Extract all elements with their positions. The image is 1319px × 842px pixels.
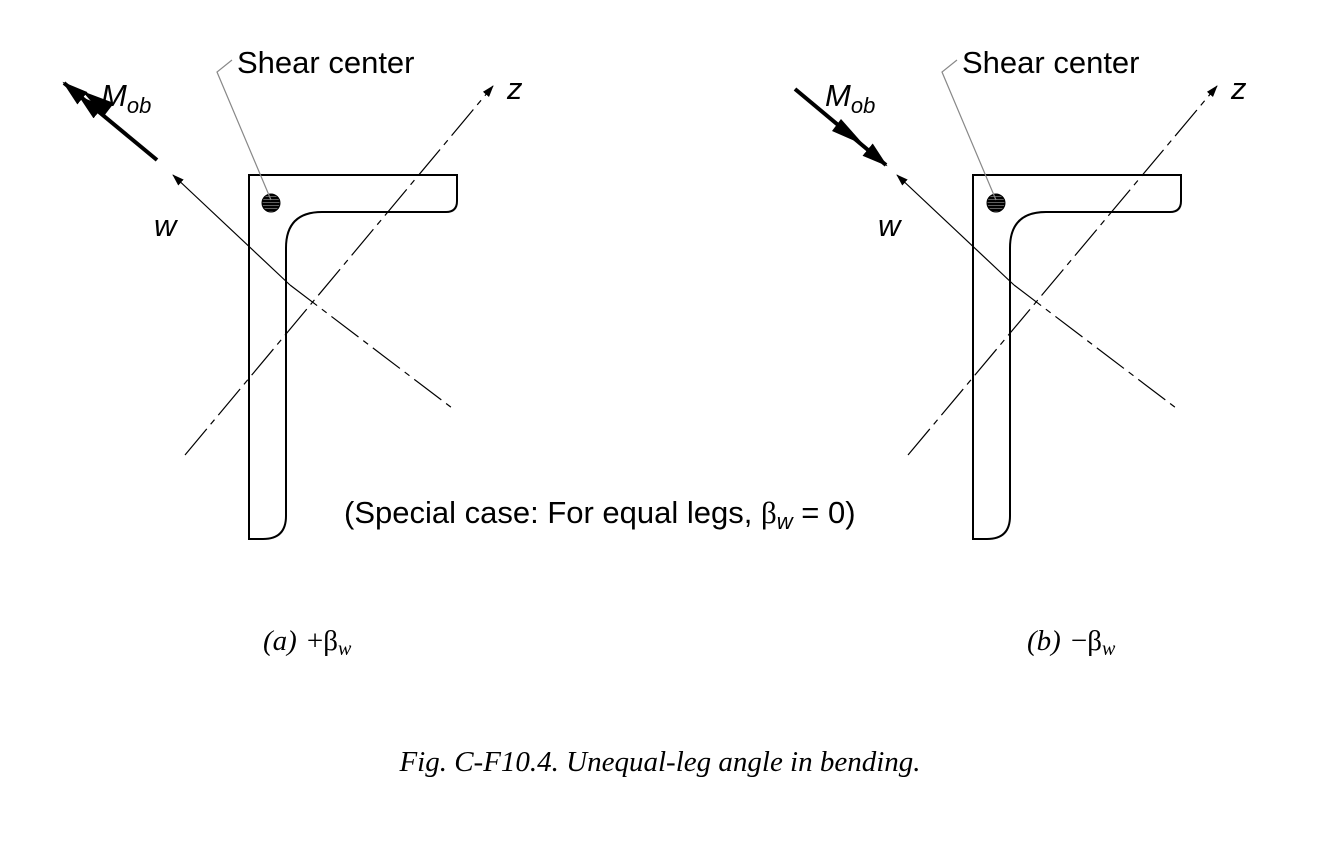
- moment-vector-b-head2: [832, 119, 864, 145]
- w-axis-b: [1013, 284, 1177, 409]
- shear-center-dot-b: [986, 193, 1006, 213]
- shear-center-dot-a: [261, 193, 281, 213]
- moment-label-b: Mob: [825, 78, 875, 118]
- z-axis-label-b: z: [1230, 71, 1247, 106]
- shear-center-leader-b: [941, 59, 997, 201]
- angle-section-b: [972, 174, 1182, 540]
- w-axis-label-b: w: [878, 208, 903, 243]
- z-axis-a: [184, 85, 494, 456]
- shear-center-label-b: Shear center: [962, 45, 1140, 80]
- z-axis-b: [907, 85, 1218, 456]
- z-axis-label-a: z: [506, 71, 523, 106]
- figure-caption: Fig. C-F10.4. Unequal-leg angle in bendi…: [398, 746, 920, 778]
- w-axis-arrow-b: [896, 174, 1015, 286]
- w-axis-a: [289, 284, 453, 409]
- special-case-note: (Special case: For equal legs, βw = 0): [344, 495, 856, 534]
- panel-caption-a: (a)+βw: [263, 625, 352, 660]
- shear-center-leader-a: [216, 59, 272, 201]
- panel-a: Shear center Mob w z (a)+βw: [62, 45, 523, 660]
- panel-b: Shear center Mob w z (b)−βw: [793, 45, 1247, 660]
- moment-label-a: Mob: [101, 78, 151, 118]
- w-axis-label-a: w: [154, 208, 179, 243]
- panel-caption-b: (b)−βw: [1027, 625, 1116, 660]
- angle-section-a: [248, 174, 458, 540]
- w-axis-arrow-a: [172, 174, 291, 286]
- moment-vector-a-head2: [82, 91, 114, 116]
- shear-center-label-a: Shear center: [237, 45, 415, 80]
